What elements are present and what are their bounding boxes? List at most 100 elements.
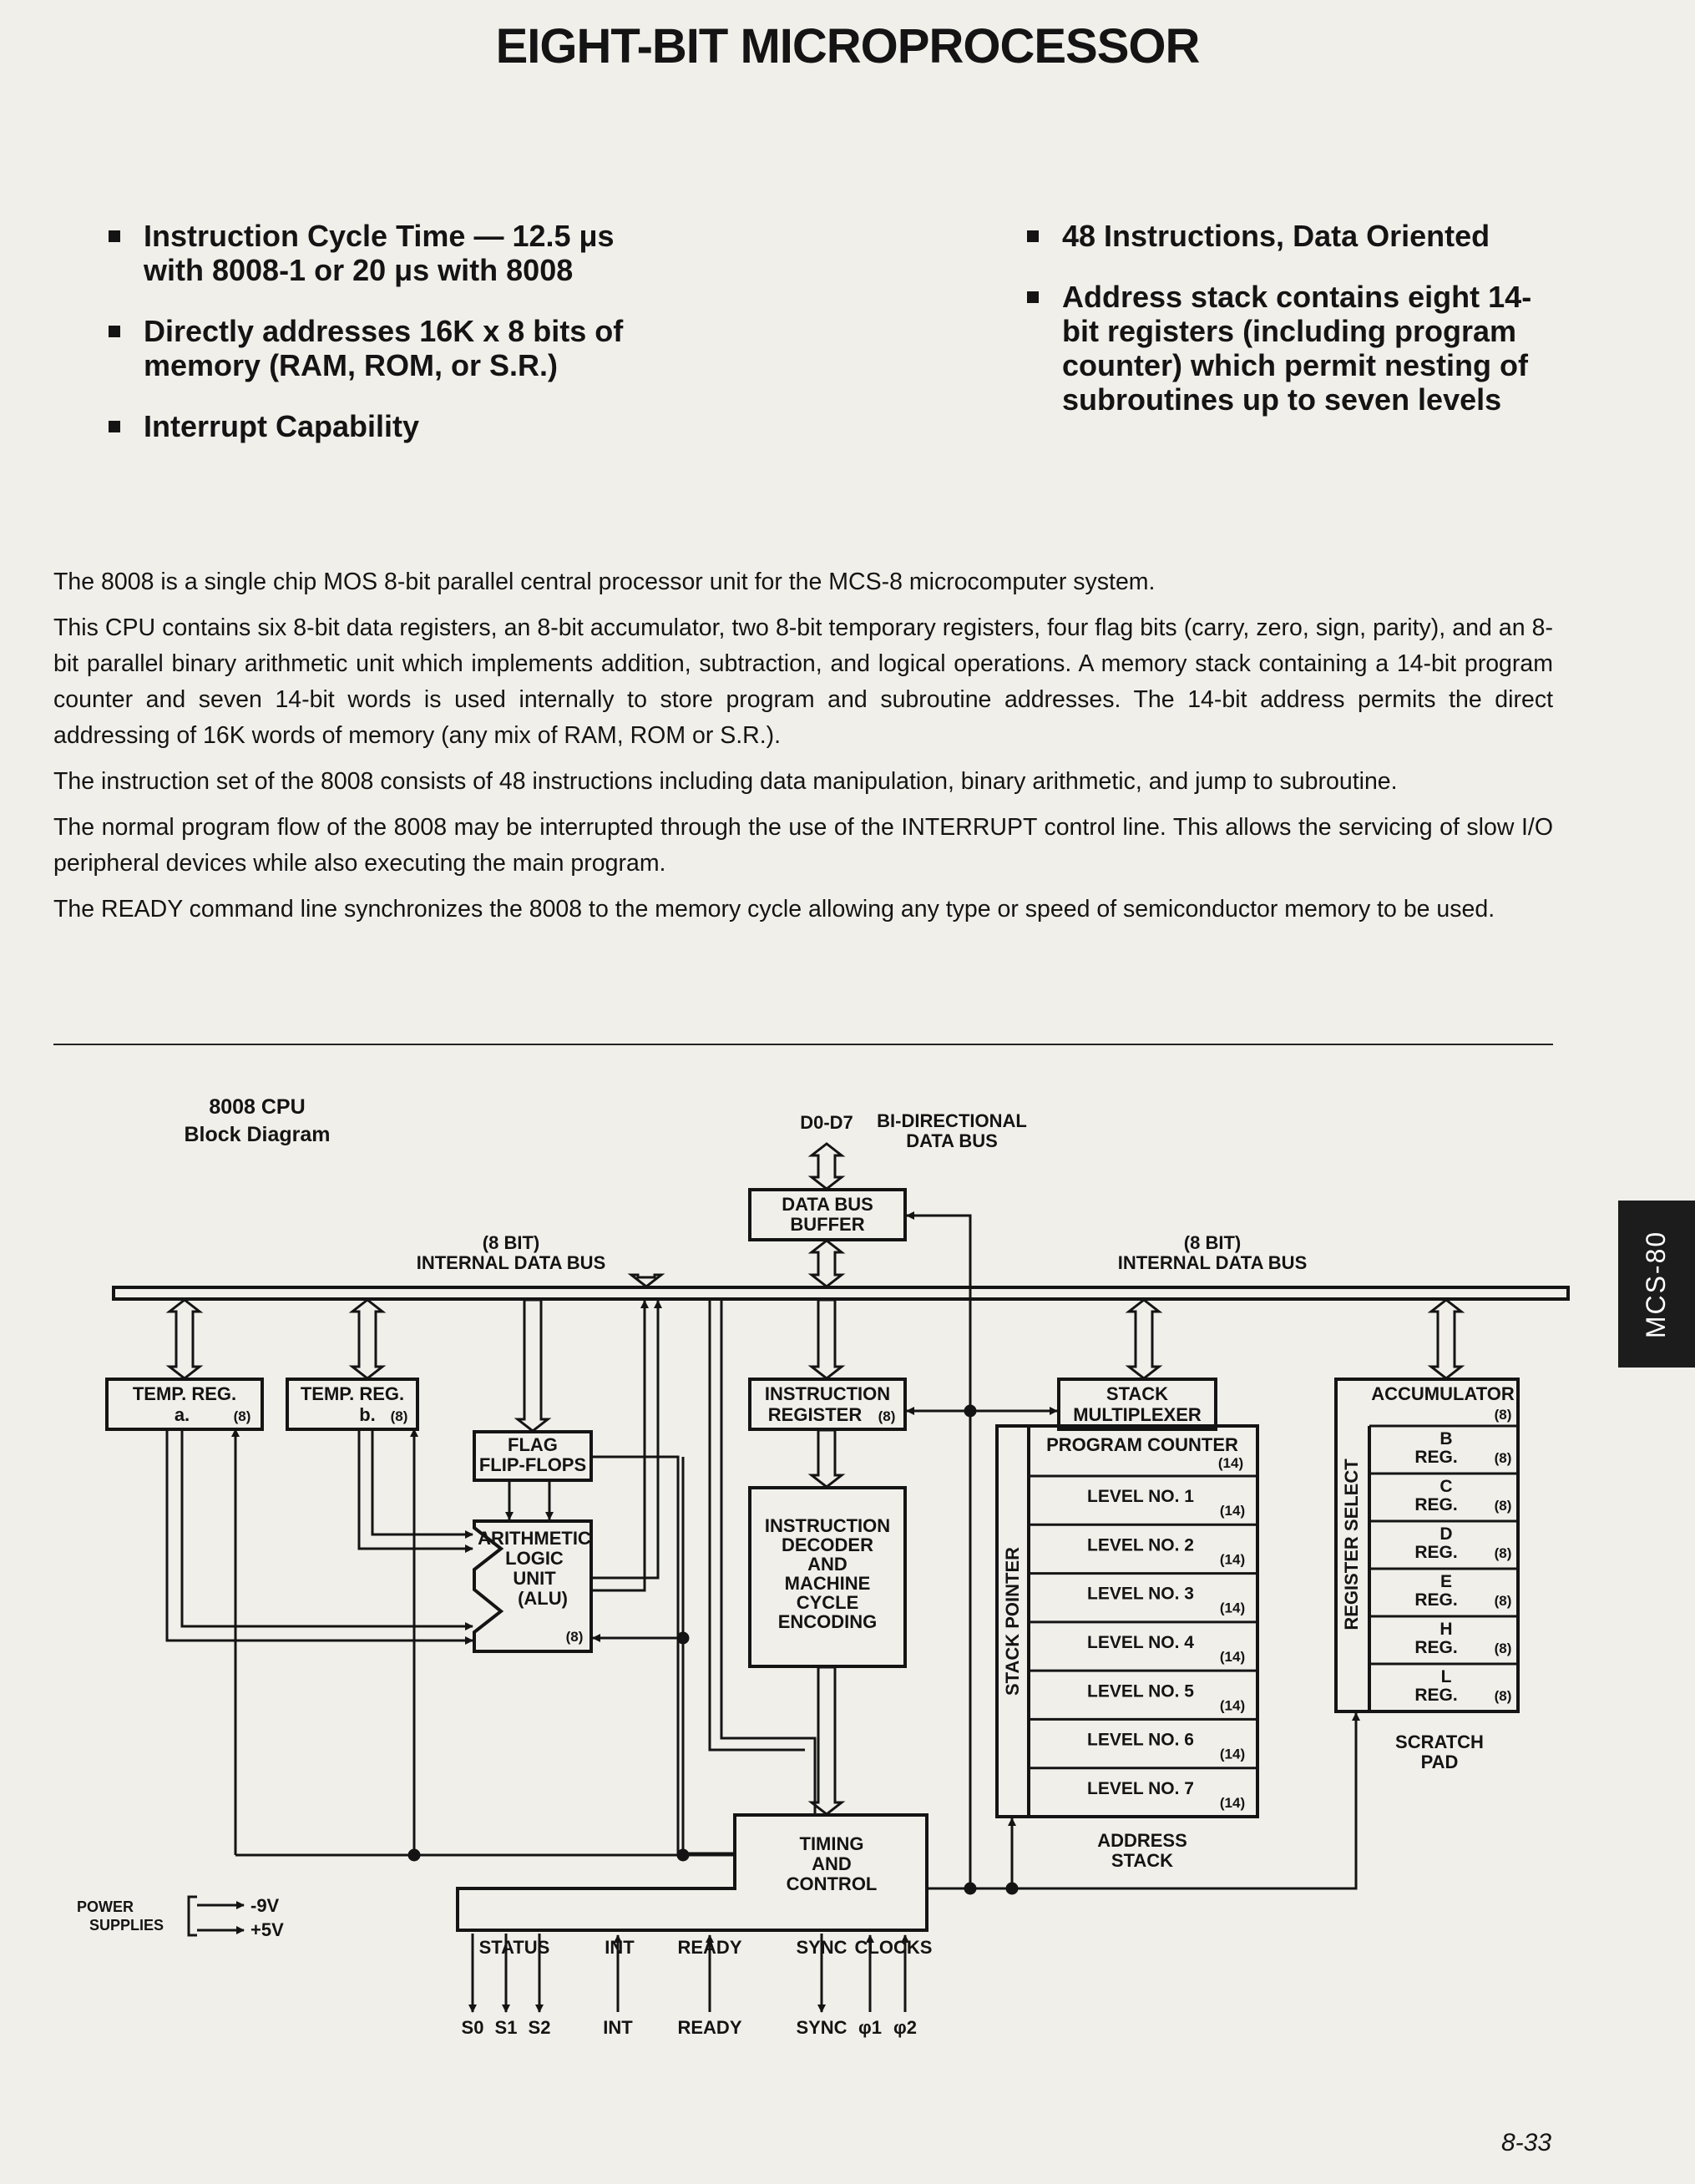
stack-level-label: LEVEL NO. 6: [1087, 1731, 1194, 1750]
signal-label: STATUS: [479, 1937, 550, 1958]
diagram-title: Block Diagram: [184, 1123, 330, 1146]
box-label: ENCODING: [778, 1611, 878, 1632]
box-label: SCRATCH: [1395, 1732, 1484, 1752]
bus-arrow: [807, 1142, 846, 1191]
feature-list-left: Instruction Cycle Time — 12.5 μs with 80…: [109, 219, 626, 470]
register-label: L: [1441, 1667, 1452, 1686]
bus-label: INTERNAL DATA BUS: [1118, 1252, 1308, 1273]
signal-wire: [970, 1817, 1016, 1890]
register-label: C: [1439, 1477, 1452, 1496]
temp-reg-a-box: [105, 1378, 264, 1431]
box-label: STACK: [1111, 1850, 1173, 1871]
bus-width-label: (8 BIT): [1184, 1232, 1241, 1253]
junction-dot: [676, 1848, 690, 1862]
power-label: POWER: [77, 1898, 134, 1915]
signal-wire: [180, 1429, 473, 1630]
voltage-label: +5V: [250, 1919, 284, 1940]
box-label: PAD: [1421, 1752, 1459, 1772]
section-divider: [53, 1044, 1553, 1045]
bus-arrow: [165, 1298, 204, 1380]
junction-dot: [1005, 1882, 1019, 1895]
bus-arrow: [807, 1666, 846, 1816]
box-label: ADDRESS: [1097, 1830, 1187, 1851]
bus-arrow: [627, 1273, 665, 1288]
width-label: (14): [1220, 1600, 1245, 1616]
stack-multiplexer-box: [1057, 1378, 1217, 1431]
page-title: EIGHT-BIT MICROPROCESSOR: [495, 19, 1201, 73]
register-label: REG.: [1414, 1590, 1457, 1610]
register-select-label: REGISTER SELECT: [1341, 1459, 1362, 1630]
width-label: (8): [1495, 1593, 1512, 1609]
pin-label: READY: [677, 2017, 741, 2038]
section-tab-label: MCS-80: [1641, 1230, 1672, 1338]
box-label: CONTROL: [787, 1873, 878, 1894]
signal-wire: [591, 1300, 649, 1592]
box-label: FLIP-FLOPS: [479, 1454, 586, 1475]
bus-arrow: [514, 1298, 552, 1433]
timing-control-box: [456, 1813, 928, 1932]
box-label: MULTIPLEXER: [1073, 1404, 1202, 1425]
signal-wire: [371, 1429, 473, 1539]
width-label: (8): [1495, 1450, 1512, 1466]
feature-item: Directly addresses 16K x 8 bits of memor…: [109, 314, 626, 382]
register-label: REG.: [1414, 1448, 1457, 1467]
signal-label: SYNC: [796, 1937, 847, 1958]
voltage-label: -9V: [250, 1895, 280, 1916]
bidir-label: BI-DIRECTIONAL: [877, 1110, 1027, 1131]
box-label: TEMP. REG.: [301, 1383, 404, 1404]
signal-wire: [708, 1301, 805, 1752]
section-tab: MCS-80: [1618, 1201, 1695, 1368]
instruction-register-box: [748, 1378, 907, 1431]
register-label: B: [1439, 1429, 1452, 1448]
register-label: D: [1439, 1524, 1452, 1544]
description-text: The 8008 is a single chip MOS 8-bit para…: [53, 564, 1553, 938]
pin-label: S2: [529, 2017, 551, 2038]
bus-arrow: [1125, 1298, 1163, 1380]
box-label: UNIT: [513, 1568, 556, 1589]
diagram-title: 8008 CPU: [209, 1095, 305, 1119]
bus-arrow: [807, 1428, 846, 1489]
internal-data-bus: [112, 1286, 1570, 1301]
bus-label: INTERNAL DATA BUS: [417, 1252, 606, 1273]
signal-wire: [357, 1429, 473, 1553]
signal-wire: [591, 1455, 735, 1855]
bus-arrow: [348, 1298, 387, 1380]
paragraph: The 8008 is a single chip MOS 8-bit para…: [53, 569, 1156, 595]
pin-label: φ1: [858, 2017, 882, 2038]
box-label: STACK: [1106, 1383, 1168, 1404]
box-label: DATA BUS: [782, 1194, 873, 1215]
box-label: b.: [359, 1404, 376, 1425]
stack-level-label: LEVEL NO. 3: [1087, 1585, 1194, 1604]
stack-level-label: LEVEL NO. 7: [1087, 1779, 1194, 1798]
width-label: (8): [1495, 1545, 1512, 1561]
feature-item: Interrupt Capability: [109, 409, 626, 443]
box-label: FLAG: [508, 1434, 558, 1455]
width-label: (14): [1220, 1697, 1245, 1713]
stack-level-label: LEVEL NO. 5: [1087, 1681, 1194, 1701]
signal-wire: [165, 1429, 473, 1645]
signal-wire: [1012, 1712, 1360, 1890]
box-label: TEMP. REG.: [133, 1383, 236, 1404]
paragraph: The READY command line synchronizes the …: [53, 896, 1495, 923]
box-label: CYCLE: [797, 1592, 859, 1613]
page-number: 8-33: [1501, 2129, 1552, 2156]
bidir-label: DATA BUS: [906, 1130, 998, 1151]
stack-level-label: LEVEL NO. 4: [1087, 1633, 1194, 1652]
width-label: (8): [1495, 1641, 1512, 1656]
alu-shape: [473, 1519, 593, 1653]
register-label: H: [1439, 1620, 1452, 1639]
width-label: (8): [234, 1408, 251, 1424]
box-label: REGISTER: [768, 1404, 863, 1425]
signal-wire: [591, 1300, 662, 1580]
flag-flipflops-box: [473, 1430, 593, 1482]
junction-dot: [964, 1882, 977, 1895]
box-label: DECODER: [782, 1534, 873, 1555]
width-label: (14): [1218, 1455, 1243, 1471]
register-label: REG.: [1414, 1638, 1457, 1657]
feature-item: Address stack contains eight 14-bit regi…: [1027, 280, 1545, 417]
register-label: E: [1440, 1572, 1452, 1591]
width-label: (14): [1220, 1503, 1245, 1519]
register-label: REG.: [1414, 1495, 1457, 1514]
bus-arrow: [1427, 1298, 1465, 1380]
signal-label: CLOCKS: [855, 1937, 933, 1958]
